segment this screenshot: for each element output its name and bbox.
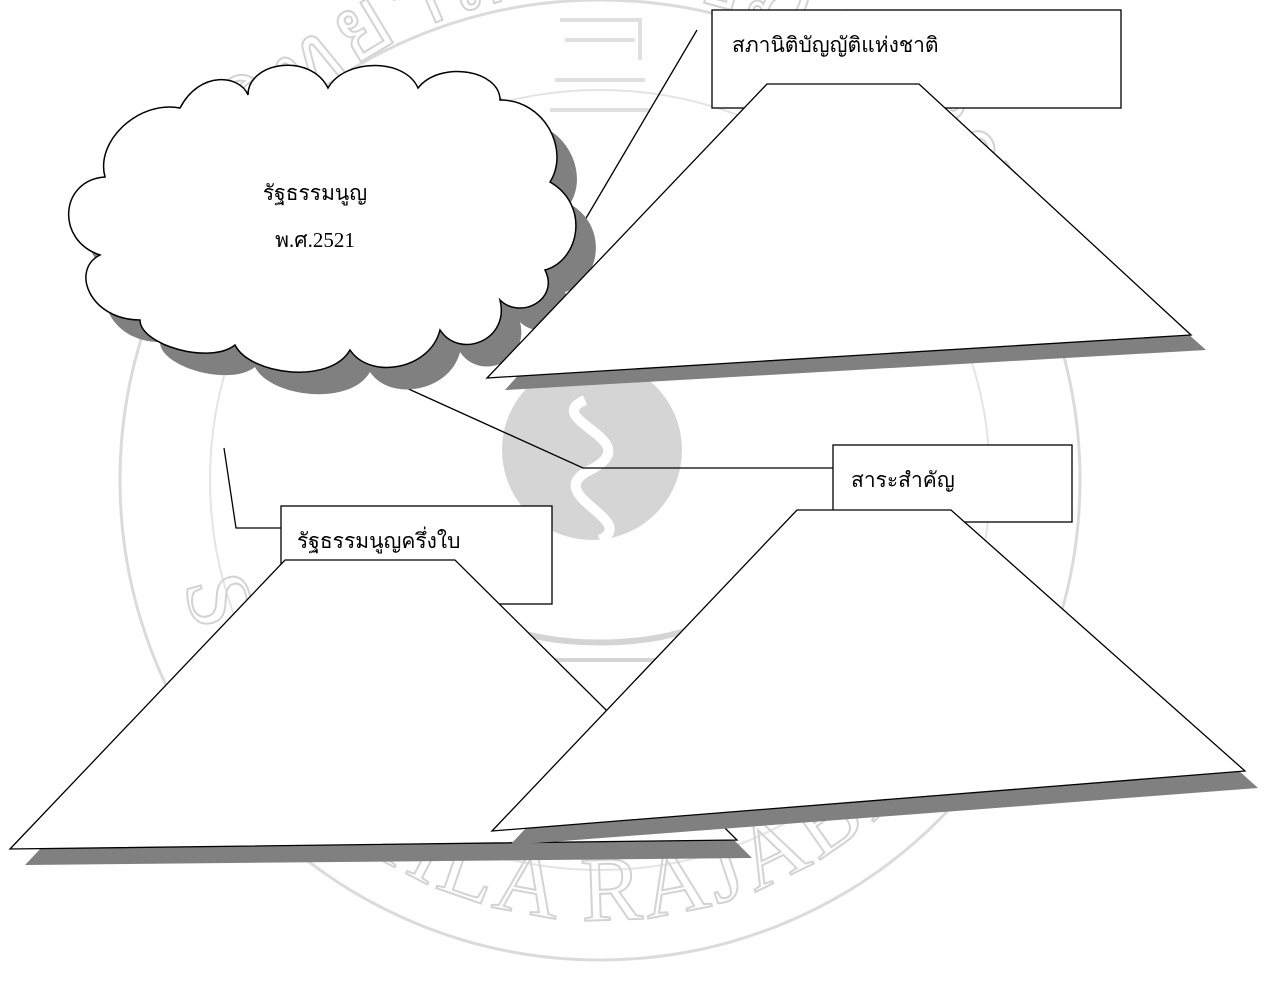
essence-trapezoid [490,509,1247,832]
legislature-group: สภานิติบัญญัติแห่งชาติ [485,9,1206,390]
half-page-label: รัฐธรรมนูญครึ่งใบ [297,526,461,554]
essence-group: สาระสำคัญ [490,444,1258,845]
essence-label: สาระสำคัญ [851,468,955,492]
legislature-trapezoid [485,83,1193,379]
cloud-shape: รัฐธรรมนูญ พ.ศ.2521 [67,64,596,395]
cloud-title-line2: พ.ศ.2521 [275,228,355,252]
connectors [223,29,833,529]
connector-cloud-to-legislature [581,29,698,226]
connector-cloud-to-half-page [223,447,282,529]
essence-label-box [832,444,1073,523]
cloud-title-line1: รัฐธรรมนูญ [263,181,367,206]
legislature-label: สภานิติบัญญัติแห่งชาติ [732,33,939,57]
cloud-body [67,64,577,373]
connector-cloud-to-essence [401,385,833,469]
